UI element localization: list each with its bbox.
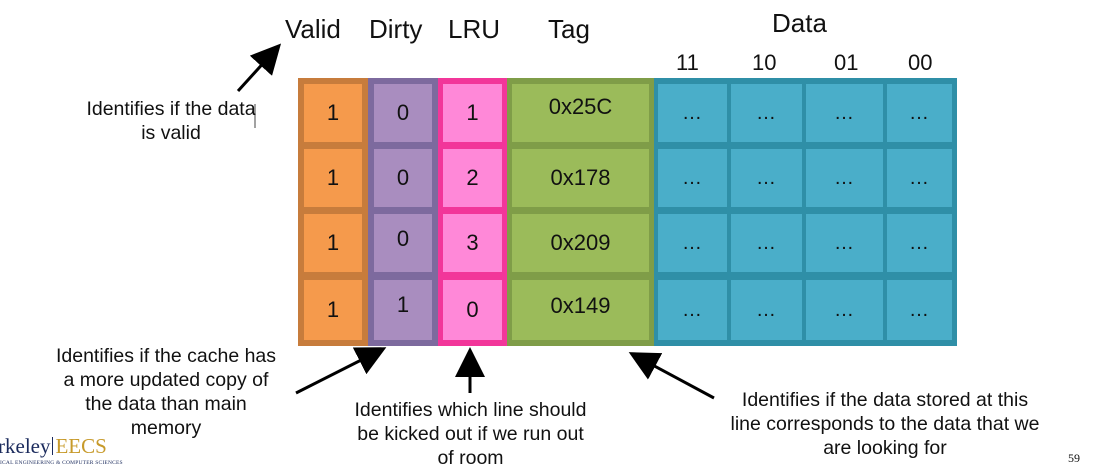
data-cell: … bbox=[806, 280, 883, 340]
offset-label: 11 bbox=[676, 50, 699, 75]
valid-bit-cell: 1 bbox=[304, 84, 362, 142]
data-cell: … bbox=[658, 84, 727, 142]
lru-cell: 1 bbox=[443, 84, 502, 142]
data-cell: … bbox=[887, 214, 952, 272]
tag-annotation: Identifies if the data stored at this li… bbox=[730, 389, 1040, 459]
data-cell: … bbox=[806, 214, 883, 272]
header-lru: LRU bbox=[448, 14, 501, 44]
dirty-arrow bbox=[295, 347, 387, 395]
offset-label: 10 bbox=[752, 50, 777, 75]
valid-bit-cell: 1 bbox=[304, 280, 362, 340]
data-cell: … bbox=[731, 149, 802, 207]
data-cell: … bbox=[806, 84, 883, 142]
lru-cell: 3 bbox=[443, 214, 502, 272]
data-cell: … bbox=[731, 280, 802, 340]
data-cell: … bbox=[731, 84, 802, 142]
data-cell: … bbox=[658, 214, 727, 272]
logo-tagline: ICAL ENGINEERING & COMPUTER SCIENCES bbox=[0, 460, 123, 466]
tag-arrow bbox=[628, 352, 715, 400]
valid-annotation: Identifies if the data is valid bbox=[86, 98, 256, 144]
header-dirty: Dirty bbox=[369, 14, 423, 44]
logo-eecs: EECS bbox=[55, 434, 107, 458]
dirty-bit-cell: 1 bbox=[374, 280, 432, 340]
tag-cell: 0x25C bbox=[512, 84, 649, 142]
data-cell: … bbox=[887, 149, 952, 207]
page-number: 59 bbox=[1068, 451, 1080, 465]
data-cell: … bbox=[887, 84, 952, 142]
logo-berkeley: rkeley bbox=[0, 434, 51, 458]
dirty-bit-cell: 0 bbox=[374, 149, 432, 207]
header-valid: Valid bbox=[285, 14, 341, 44]
data-cell: … bbox=[731, 214, 802, 272]
dirty-annotation: Identifies if the cache has a more updat… bbox=[55, 345, 277, 439]
offset-label: 01 bbox=[834, 50, 859, 75]
dirty-bit-cell: 0 bbox=[374, 214, 432, 272]
lru-cell: 2 bbox=[443, 149, 502, 207]
data-cell: … bbox=[658, 280, 727, 340]
lru-cell: 0 bbox=[443, 280, 502, 340]
tag-cell: 0x178 bbox=[512, 149, 649, 207]
header-tag: Tag bbox=[548, 14, 590, 44]
data-cell: … bbox=[658, 149, 727, 207]
valid-bit-cell: 1 bbox=[304, 149, 362, 207]
dirty-bit-cell: 0 bbox=[374, 84, 432, 142]
data-cell: … bbox=[806, 149, 883, 207]
offset-label: 00 bbox=[908, 50, 933, 75]
header-data: Data bbox=[772, 8, 827, 38]
tag-cell: 0x149 bbox=[512, 280, 649, 340]
lru-annotation: Identifies which line should be kicked o… bbox=[354, 399, 587, 469]
valid-bit-cell: 1 bbox=[304, 214, 362, 272]
data-cell: … bbox=[887, 280, 952, 340]
valid-arrow bbox=[236, 43, 282, 93]
tag-cell: 0x209 bbox=[512, 214, 649, 272]
